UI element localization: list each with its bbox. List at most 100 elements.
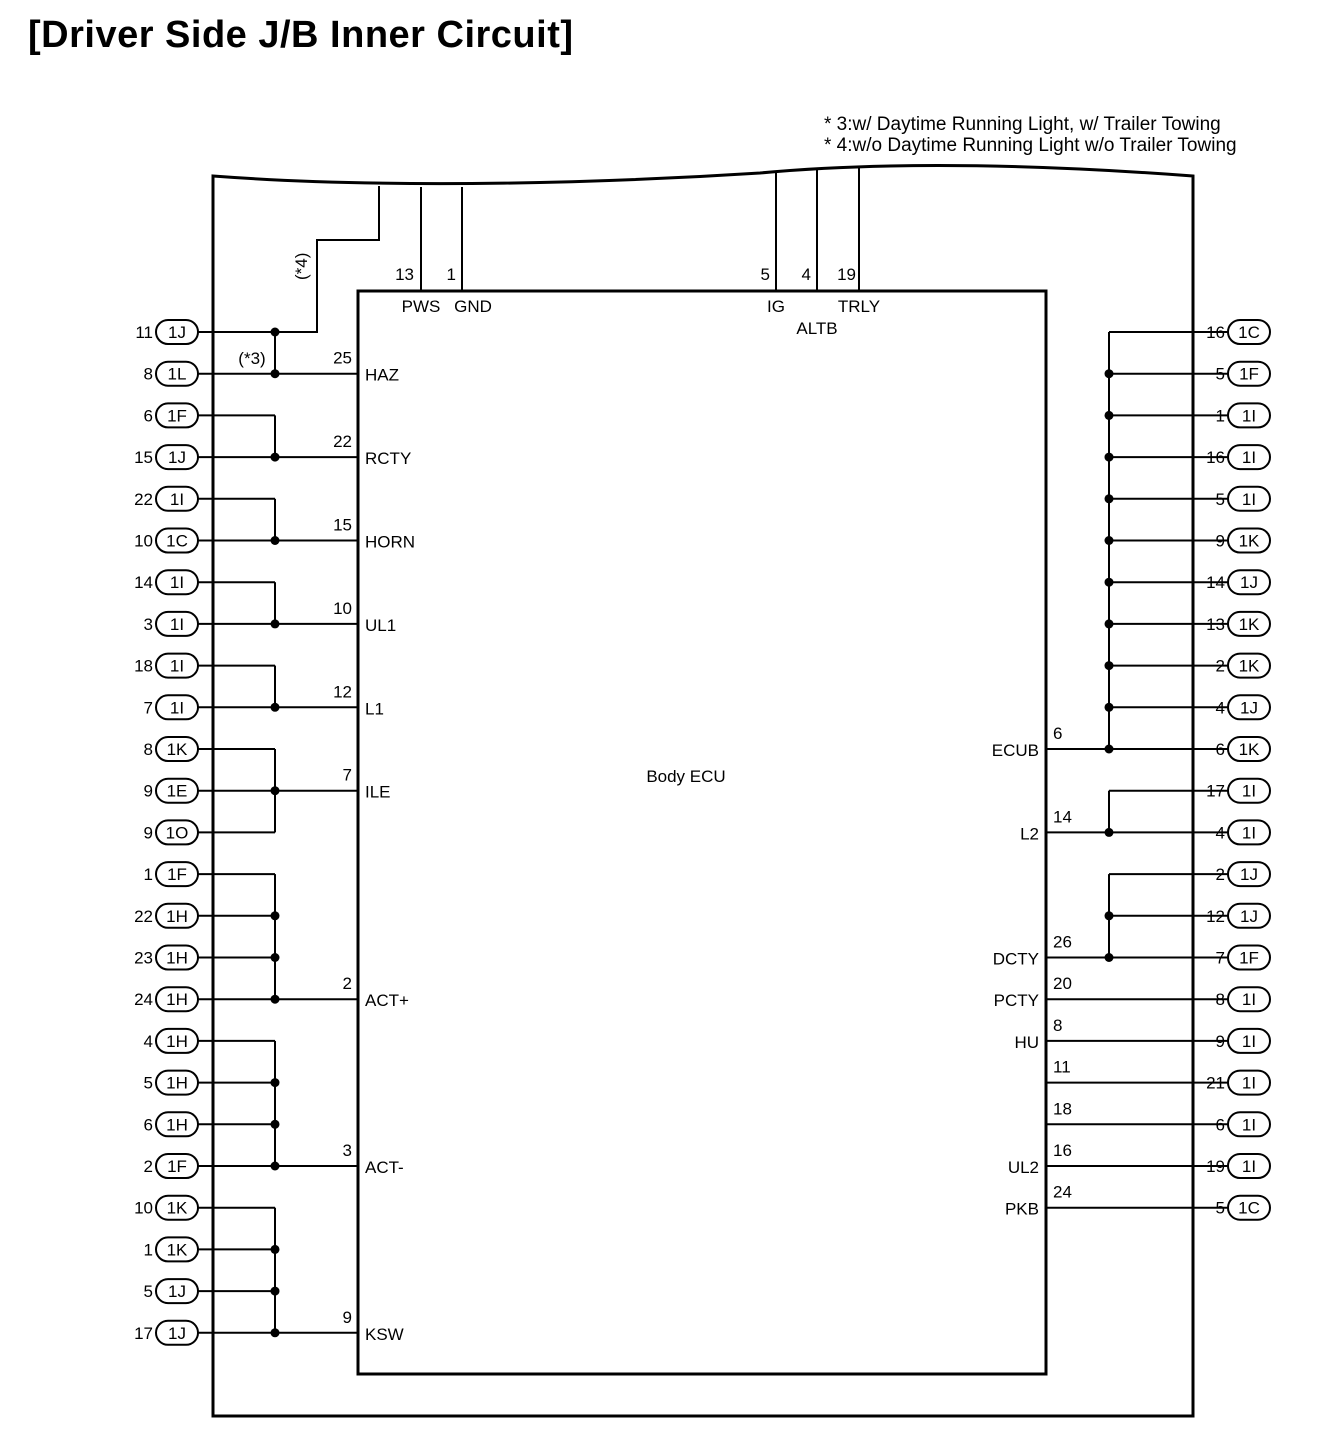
connector-oval — [155, 610, 199, 637]
ecu-pin-list: 25HAZ22RCTY15HORN10UL112L17ILE2ACT+3ACT-… — [333, 349, 1072, 1344]
right-connector: 1I 21 — [1206, 1069, 1271, 1096]
ecu-pin-number: 12 — [333, 682, 352, 701]
connector-pin-number: 5 — [1216, 1199, 1225, 1218]
footnotes: * 3:w/ Daytime Running Light, w/ Trailer… — [824, 114, 1237, 156]
connector-oval — [1227, 444, 1271, 471]
connector-pin-number: 8 — [144, 365, 153, 384]
pin-num-pws: 13 — [395, 265, 414, 284]
connector-pin-number: 3 — [144, 615, 153, 634]
ecu-pin-label: ACT+ — [365, 991, 409, 1010]
left-connector: 1I3 — [144, 610, 199, 637]
top-wires — [198, 168, 860, 333]
connector-oval — [1227, 485, 1271, 512]
right-connector: 1K2 — [1216, 652, 1271, 679]
connector-oval — [1227, 402, 1271, 429]
connector-list: 1J111L81F61J151I221C101I141I31I181I71K81… — [134, 319, 1271, 1346]
connector-pin-number: 11 — [135, 323, 153, 342]
connector-pin-number: 9 — [144, 782, 153, 801]
connector-pin-number: 2 — [144, 1157, 153, 1176]
right-connector: 1I4 — [1216, 819, 1271, 846]
junction-dot — [270, 911, 280, 921]
connector-oval — [155, 1111, 199, 1138]
ecu-pin-number: 7 — [343, 766, 352, 785]
connector-pin-number: 7 — [144, 698, 153, 717]
connector-pin-number: 4 — [1216, 698, 1225, 717]
ecu-pin-label: ECUB — [992, 741, 1039, 760]
left-connector: 1O9 — [144, 819, 199, 846]
connector-id: 1C — [166, 532, 188, 551]
ecu-pin-label: RCTY — [365, 449, 411, 468]
right-connector: 1I6 — [1216, 1111, 1271, 1138]
connector-oval — [1227, 777, 1271, 804]
connector-oval — [155, 819, 199, 846]
connector-id: 1C — [1238, 1199, 1260, 1218]
footnote-3: * 3:w/ Daytime Running Light, w/ Trailer… — [824, 114, 1221, 135]
junction-dot — [270, 702, 280, 712]
connector-id: 1J — [168, 448, 186, 467]
connector-pin-number: 4 — [1216, 823, 1225, 842]
connector-oval — [1227, 819, 1271, 846]
connector-oval — [155, 360, 199, 387]
connector-oval — [155, 444, 199, 471]
connector-id: 1K — [167, 740, 188, 759]
connector-id: 1F — [1239, 949, 1259, 968]
ecu-pin-label: PCTY — [994, 991, 1039, 1010]
junction-dot — [270, 1161, 280, 1171]
pin-num-ig: 5 — [761, 265, 770, 284]
right-connector: 1J2 — [1216, 861, 1271, 888]
ecu-pin-number: 11 — [1053, 1058, 1071, 1077]
pin-label-gnd: GND — [454, 297, 492, 316]
connector-id: 1J — [1240, 573, 1258, 592]
connector-oval — [155, 569, 199, 596]
footnote-4: * 4:w/o Daytime Running Light w/o Traile… — [824, 135, 1237, 156]
connector-pin-number: 9 — [1216, 532, 1225, 551]
connector-id: 1J — [168, 1282, 186, 1301]
connector-pin-number: 21 — [1206, 1074, 1225, 1093]
pin-label-trly: TRLY — [838, 297, 880, 316]
connector-oval — [155, 777, 199, 804]
connector-oval — [155, 1027, 199, 1054]
junction-dot — [1104, 369, 1114, 379]
ecu-pin-label: UL1 — [365, 616, 396, 635]
junction-dot — [270, 619, 280, 629]
connector-id: 1J — [168, 1324, 186, 1343]
body-ecu-label: Body ECU — [646, 767, 725, 786]
junction-dot — [270, 327, 280, 337]
connector-id: 1I — [1242, 1074, 1256, 1093]
connector-oval — [1227, 902, 1271, 929]
connector-id: 1O — [166, 823, 189, 842]
ecu-pin-number: 8 — [1053, 1016, 1062, 1035]
junction-dot — [270, 1286, 280, 1296]
connector-pin-number: 14 — [1206, 573, 1225, 592]
connector-pin-number: 15 — [134, 448, 153, 467]
connector-oval — [155, 986, 199, 1013]
ecu-pin-number: 6 — [1053, 724, 1062, 743]
connector-oval — [1227, 360, 1271, 387]
connector-id: 1H — [166, 1115, 188, 1134]
left-connector: 1E 9 — [144, 777, 199, 804]
connector-pin-number: 10 — [134, 1199, 153, 1218]
connector-pin-number: 5 — [1216, 365, 1225, 384]
left-connector: 1K1 — [144, 1236, 199, 1263]
ecu-pin-label: ILE — [365, 783, 391, 802]
ecu-pin-label: HU — [1014, 1033, 1039, 1052]
connector-id: 1J — [168, 323, 186, 342]
connector-oval — [1227, 1194, 1271, 1221]
connector-oval — [155, 1069, 199, 1096]
connector-oval — [155, 902, 199, 929]
connector-oval — [155, 1278, 199, 1305]
ecu-pin-label: UL2 — [1008, 1158, 1039, 1177]
connector-oval — [155, 1319, 199, 1346]
connector-id: 1E — [167, 782, 188, 801]
junction-dot — [1104, 577, 1114, 587]
connector-pin-number: 18 — [134, 657, 153, 676]
connector-pin-number: 17 — [134, 1324, 153, 1343]
connector-id: 1I — [1242, 990, 1256, 1009]
